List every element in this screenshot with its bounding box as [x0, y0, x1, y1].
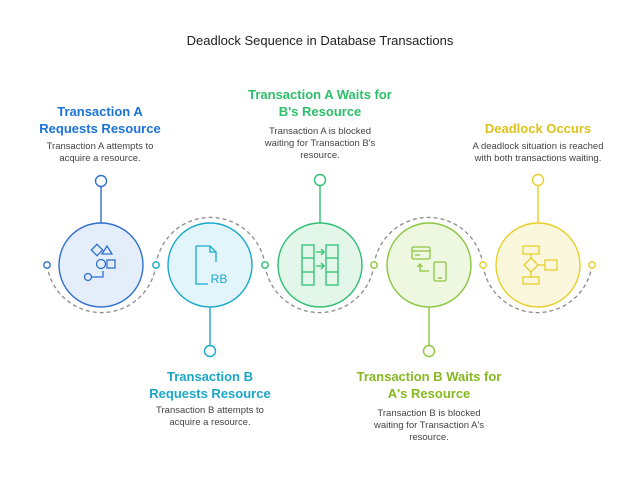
connector-dot-2 — [152, 261, 160, 269]
step-3-heading: Transaction A Waits for B's Resource — [230, 86, 410, 120]
step-5-desc-line2: with both transactions waiting. — [474, 153, 602, 164]
step-1-description: Transaction A attempts to acquire a reso… — [20, 141, 180, 165]
shapes-icon — [83, 243, 116, 282]
step-2-description: Transaction B attempts to acquire a reso… — [128, 405, 292, 429]
step-3-desc-line1: Transaction A is blocked — [268, 126, 372, 137]
step-1-desc-line1: Transaction A attempts to — [46, 141, 154, 152]
step-3-desc-line2: waiting for Transaction B's — [264, 138, 376, 149]
step-3-heading-line2: B's Resource — [278, 104, 362, 119]
step-1-desc-line2: acquire a resource. — [59, 153, 141, 164]
step-2-heading-line2: Requests Resource — [149, 386, 271, 401]
page-title: Deadlock Sequence in Database Transactio… — [186, 33, 454, 48]
step-4-heading: Transaction B Waits for A's Resource — [339, 368, 519, 402]
card-to-phone-icon — [411, 246, 447, 282]
step-5-description: A deadlock situation is reached with bot… — [448, 141, 628, 165]
step-3-node — [277, 173, 363, 308]
step-5-heading: Deadlock Occurs — [448, 120, 628, 137]
step-2-heading-line1: Transaction B — [167, 369, 253, 384]
connector-dot-1 — [43, 261, 51, 269]
connector-dot-5 — [479, 261, 487, 269]
step-4-desc-line2: waiting for Transaction A's — [373, 420, 485, 431]
step-3-heading-line1: Transaction A Waits for — [248, 87, 392, 102]
step-3-description: Transaction A is blocked waiting for Tra… — [230, 126, 410, 162]
step-1-heading-line2: Requests Resource — [39, 121, 161, 136]
step-4-heading-line2: A's Resource — [387, 386, 471, 401]
connector-dot-4 — [370, 261, 378, 269]
step-1-heading: Transaction A Requests Resource — [20, 103, 180, 137]
step-2-desc-line2: acquire a resource. — [169, 417, 251, 428]
connector-1 — [46, 264, 157, 314]
connector-5 — [482, 264, 593, 314]
connector-4 — [373, 216, 484, 266]
step-4-node — [386, 222, 472, 358]
flowchart-icon — [522, 245, 558, 285]
connector-3 — [264, 264, 375, 314]
document-icon — [195, 245, 217, 285]
step-2-desc-line1: Transaction B attempts to — [156, 405, 264, 416]
step-4-heading-line1: Transaction B Waits for — [356, 369, 502, 384]
step-1-heading-line1: Transaction A — [57, 104, 143, 119]
document-icon-label: RB — [211, 272, 228, 286]
step-5-heading-line1: Deadlock Occurs — [484, 121, 592, 136]
connector-2 — [155, 216, 266, 266]
step-5-desc-line1: A deadlock situation is reached — [472, 141, 604, 152]
connector-dot-3 — [261, 261, 269, 269]
transfer-icon — [301, 244, 339, 286]
step-4-desc-line3: resource. — [409, 432, 449, 443]
step-2-node: RB — [167, 222, 253, 358]
step-4-description: Transaction B is blocked waiting for Tra… — [339, 408, 519, 444]
step-1-node — [58, 174, 144, 308]
connector-dot-6 — [588, 261, 596, 269]
step-5-node — [495, 173, 581, 308]
step-4-desc-line1: Transaction B is blocked — [377, 408, 481, 419]
step-2-heading: Transaction B Requests Resource — [128, 368, 292, 402]
step-3-desc-line3: resource. — [300, 150, 340, 161]
